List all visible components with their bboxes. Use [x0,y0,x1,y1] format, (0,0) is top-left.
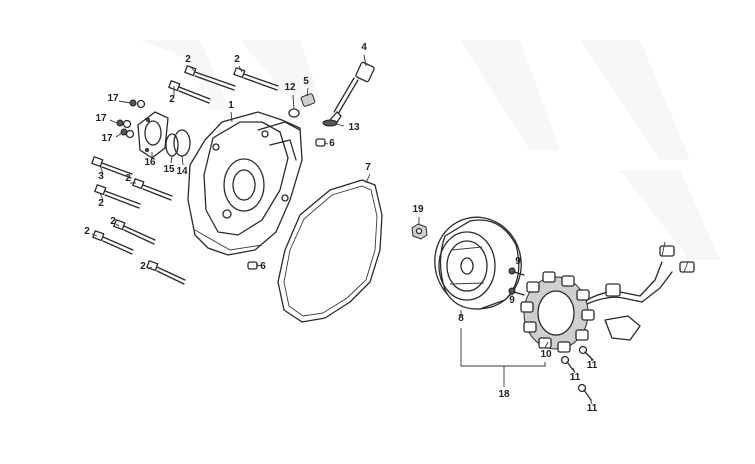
bolt-2c [168,79,211,104]
bolt-2a [184,64,236,91]
flywheel-8 [434,216,522,310]
bolt-2h [146,259,186,285]
bolt-2g [92,229,134,255]
stator-10 [520,241,695,353]
callout-c9a: 9 [515,256,521,267]
screw-9b [508,287,525,296]
callout-c2g: 2 [84,226,90,237]
dowel-6a [315,138,326,147]
dowel-6b [247,261,258,270]
callout-c15: 15 [163,164,175,175]
bolt-2e [94,183,141,209]
callout-c2b: 2 [234,54,240,65]
inspection-cover-16 [137,111,169,159]
screw-11b [560,355,575,372]
callout-c6a: 6 [329,138,335,149]
callout-c13: 13 [348,122,360,133]
callout-c7: 7 [365,162,371,173]
watermark-pattern [140,40,720,260]
callout-c8: 8 [458,313,464,324]
bolt-2d [132,177,173,201]
callout-c17a: 17 [107,93,119,104]
callout-c2d: 2 [125,173,131,184]
callout-c2e: 2 [98,198,104,209]
callout-c11b: 11 [570,372,581,383]
bolt-2f [113,218,156,245]
o-ring-13 [322,119,338,127]
callout-c2c: 2 [169,94,175,105]
callout-c1: 1 [228,100,234,111]
callout-c16: 16 [144,157,156,168]
callout-c2f: 2 [110,216,116,227]
leader-lines [91,54,593,405]
callout-c5: 5 [303,76,309,87]
callout-c2h: 2 [140,261,146,272]
callout-c17c: 17 [101,133,113,144]
callout-c12: 12 [284,82,296,93]
callout-c4: 4 [361,42,367,53]
small-bolts-17 [116,99,146,139]
callout-c14: 14 [176,166,188,177]
o-ring-14 [173,129,191,157]
callout-c2a: 2 [185,54,191,65]
callout-c10: 10 [540,349,552,360]
callout-c17b: 17 [95,113,107,124]
callout-c19: 19 [412,204,424,215]
crankcase-cover-1 [187,111,303,256]
bolt-3 [91,155,133,179]
callout-c9b: 9 [509,295,515,306]
plug-5 [300,93,316,107]
gasket-7 [277,179,383,323]
callout-c18: 18 [498,389,510,400]
dipstick-4 [329,61,375,125]
screw-11c [577,383,592,401]
screw-11a [578,345,594,361]
callout-c11c: 11 [587,403,598,414]
callout-c11a: 11 [587,360,598,371]
nut-19 [411,223,428,240]
callout-c3: 3 [98,171,104,182]
plug-12 [288,108,300,118]
callout-c6b: 6 [260,261,266,272]
